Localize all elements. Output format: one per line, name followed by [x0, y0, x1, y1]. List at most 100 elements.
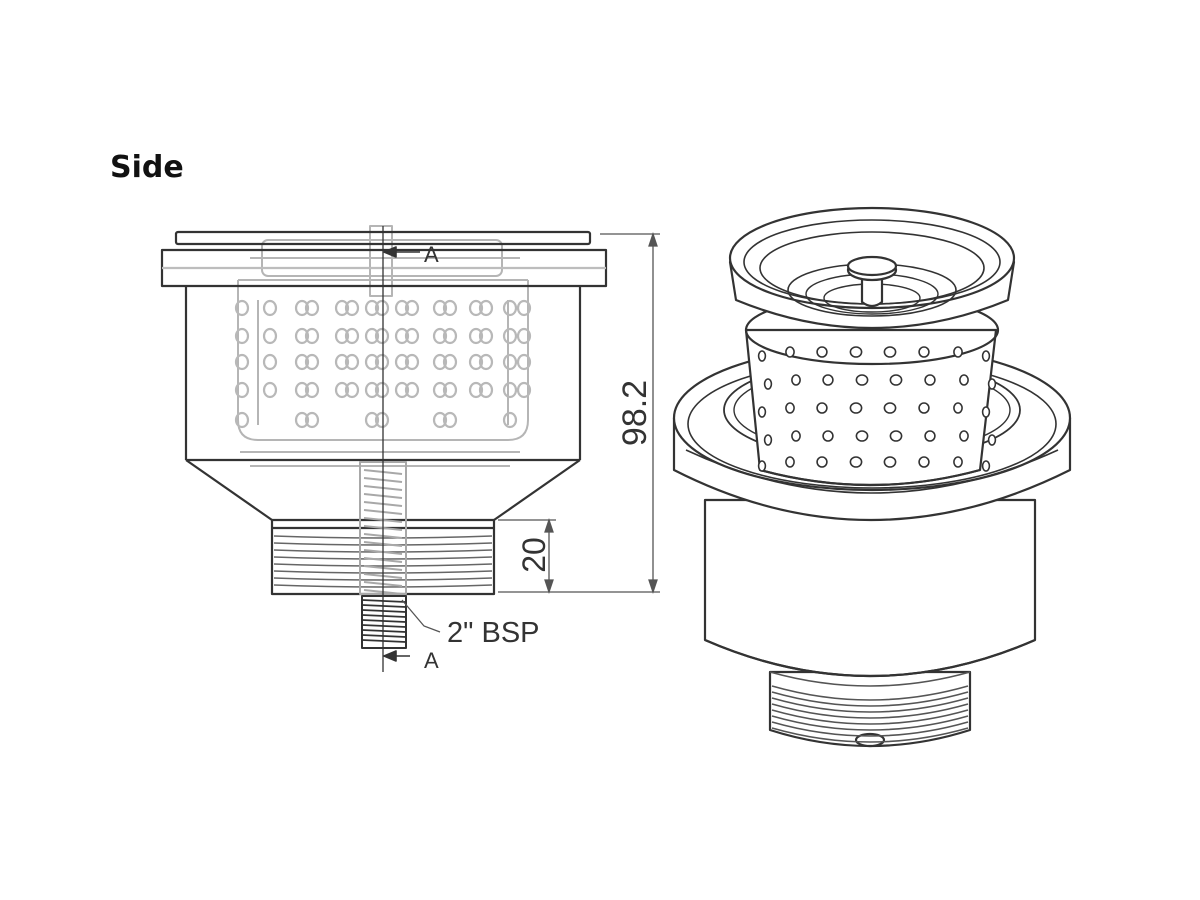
- tail-thread: [361, 604, 407, 608]
- iso-hole: [953, 346, 963, 358]
- perforation-hole: [516, 381, 532, 399]
- iso-hole: [855, 374, 869, 386]
- dimension-lines: [401, 231, 660, 633]
- perforation-hole: [294, 327, 310, 345]
- perforation-hole: [502, 299, 518, 317]
- perforation-hole: [404, 299, 420, 317]
- perforation-hole: [374, 411, 390, 429]
- iso-thread-ridge: [771, 721, 969, 737]
- iso-thread-ridge: [771, 703, 969, 719]
- perforation-hole: [394, 381, 410, 399]
- perforation-hole: [294, 381, 310, 399]
- tail-pipe-threads: [361, 599, 407, 643]
- iso-hole: [987, 434, 997, 446]
- iso-hole: [791, 374, 801, 386]
- iso-hole: [855, 430, 869, 442]
- iso-hole: [816, 346, 828, 358]
- iso-hole: [918, 456, 930, 468]
- basket-perforations: [234, 299, 532, 429]
- iso-hole: [849, 346, 863, 358]
- perforation-hole: [404, 381, 420, 399]
- iso-hole: [757, 406, 767, 418]
- perforation-hole: [262, 327, 278, 345]
- tail-thread: [361, 624, 407, 628]
- perforation-hole: [234, 411, 250, 429]
- thread-height-label: 20: [516, 537, 552, 573]
- iso-hole: [924, 430, 936, 442]
- section-arrow-bottom: [383, 650, 410, 662]
- perforation-hole: [234, 327, 250, 345]
- perforation-hole: [442, 327, 458, 345]
- perforation-hole: [364, 381, 380, 399]
- tail-thread: [361, 629, 407, 633]
- iso-hole: [883, 346, 897, 358]
- perforation-hole: [374, 299, 390, 317]
- perforation-hole: [478, 327, 494, 345]
- perforation-hole: [374, 353, 390, 371]
- tail-thread: [361, 634, 407, 638]
- perforation-hole: [364, 299, 380, 317]
- iso-knob: [846, 255, 898, 308]
- iso-hole: [785, 402, 795, 414]
- iso-hole: [889, 430, 903, 442]
- iso-hole: [849, 456, 863, 468]
- perforation-hole: [502, 353, 518, 371]
- iso-strainer-basket: [744, 294, 1000, 487]
- perforation-hole: [304, 381, 320, 399]
- iso-outlet-threads: [771, 685, 969, 743]
- iso-hole: [981, 350, 991, 362]
- perforation-hole: [334, 353, 350, 371]
- perforation-hole: [394, 327, 410, 345]
- iso-hole: [981, 460, 991, 472]
- iso-hole: [981, 406, 991, 418]
- iso-hole: [785, 346, 795, 358]
- tail-thread: [361, 609, 407, 613]
- section-label-top: A: [424, 242, 439, 267]
- perforation-hole: [432, 353, 448, 371]
- perforation-hole: [432, 327, 448, 345]
- iso-hole: [883, 456, 897, 468]
- perforation-hole: [442, 411, 458, 429]
- iso-hole: [822, 430, 834, 442]
- iso-hole: [816, 456, 828, 468]
- iso-thread-ridge: [771, 709, 969, 725]
- iso-thread-ridge: [771, 727, 969, 743]
- perforation-hole: [262, 299, 278, 317]
- iso-basket-holes: [757, 346, 997, 472]
- perforation-hole: [478, 381, 494, 399]
- isometric-view: [672, 206, 1072, 748]
- perforation-hole: [468, 327, 484, 345]
- perforation-hole: [334, 381, 350, 399]
- iso-hole: [953, 456, 963, 468]
- iso-hole: [924, 374, 936, 386]
- hidden-basket-lines: [237, 225, 529, 467]
- perforation-hole: [344, 353, 360, 371]
- iso-hole: [849, 402, 863, 414]
- iso-hole: [959, 374, 969, 386]
- perforation-hole: [394, 299, 410, 317]
- perforation-hole: [516, 299, 532, 317]
- perforation-hole: [234, 353, 250, 371]
- perforation-hole: [364, 411, 380, 429]
- perforation-hole: [442, 299, 458, 317]
- perforation-hole: [364, 353, 380, 371]
- perforation-hole: [432, 411, 448, 429]
- iso-body: [703, 498, 1037, 687]
- perforation-hole: [262, 381, 278, 399]
- perforation-hole: [442, 353, 458, 371]
- perforation-hole: [478, 299, 494, 317]
- tail-thread: [361, 599, 407, 603]
- perforation-hole: [468, 299, 484, 317]
- perforation-hole: [344, 381, 360, 399]
- perforation-hole: [294, 353, 310, 371]
- iso-hole: [757, 350, 767, 362]
- tail-thread: [361, 619, 407, 623]
- perforation-hole: [234, 299, 250, 317]
- iso-hole: [918, 346, 930, 358]
- iso-hole: [953, 402, 963, 414]
- perforation-hole: [502, 327, 518, 345]
- perforation-hole: [478, 353, 494, 371]
- perforation-hole: [432, 381, 448, 399]
- perforation-hole: [394, 353, 410, 371]
